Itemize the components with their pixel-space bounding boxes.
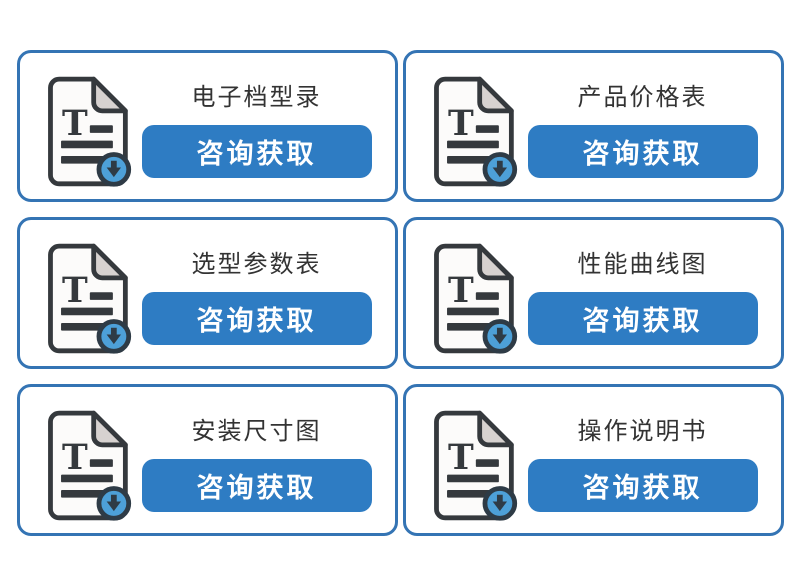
card-content: 电子档型录 咨询获取 [134, 86, 379, 178]
svg-text:T: T [448, 438, 474, 478]
document-download-icon: T [38, 241, 134, 355]
card-performance-curve: T 性能曲线图 咨询获取 [403, 217, 784, 369]
card-selection-parameters: T 选型参数表 咨询获取 [17, 217, 398, 369]
card-title: 操作说明书 [577, 418, 708, 445]
card-content: 产品价格表 咨询获取 [520, 86, 765, 178]
document-download-icon: T [424, 408, 520, 522]
consult-button[interactable]: 咨询获取 [527, 292, 758, 345]
download-cards-grid: T 电子档型录 咨询获取 T 产品价格表 咨询获取 T [17, 50, 784, 536]
consult-button[interactable]: 咨询获取 [141, 459, 372, 512]
card-content: 选型参数表 咨询获取 [134, 253, 379, 345]
svg-text:T: T [62, 438, 88, 478]
card-price-list: T 产品价格表 咨询获取 [403, 50, 784, 202]
card-installation-dimensions: T 安装尺寸图 咨询获取 [17, 384, 398, 536]
consult-button[interactable]: 咨询获取 [141, 292, 372, 345]
card-content: 安装尺寸图 咨询获取 [134, 420, 379, 512]
card-operation-manual: T 操作说明书 咨询获取 [403, 384, 784, 536]
card-content: 操作说明书 咨询获取 [520, 420, 765, 512]
document-download-icon: T [424, 74, 520, 188]
svg-text:T: T [62, 271, 88, 311]
consult-button[interactable]: 咨询获取 [527, 459, 758, 512]
svg-text:T: T [62, 104, 88, 144]
document-download-icon: T [38, 74, 134, 188]
card-title: 安装尺寸图 [191, 418, 322, 445]
consult-button[interactable]: 咨询获取 [527, 125, 758, 178]
card-content: 性能曲线图 咨询获取 [520, 253, 765, 345]
svg-text:T: T [448, 271, 474, 311]
card-title: 产品价格表 [577, 84, 708, 111]
document-download-icon: T [38, 408, 134, 522]
card-electronic-catalog: T 电子档型录 咨询获取 [17, 50, 398, 202]
consult-button[interactable]: 咨询获取 [141, 125, 372, 178]
svg-text:T: T [448, 104, 474, 144]
card-title: 电子档型录 [191, 84, 322, 111]
card-title: 性能曲线图 [577, 251, 708, 278]
document-download-icon: T [424, 241, 520, 355]
card-title: 选型参数表 [191, 251, 322, 278]
